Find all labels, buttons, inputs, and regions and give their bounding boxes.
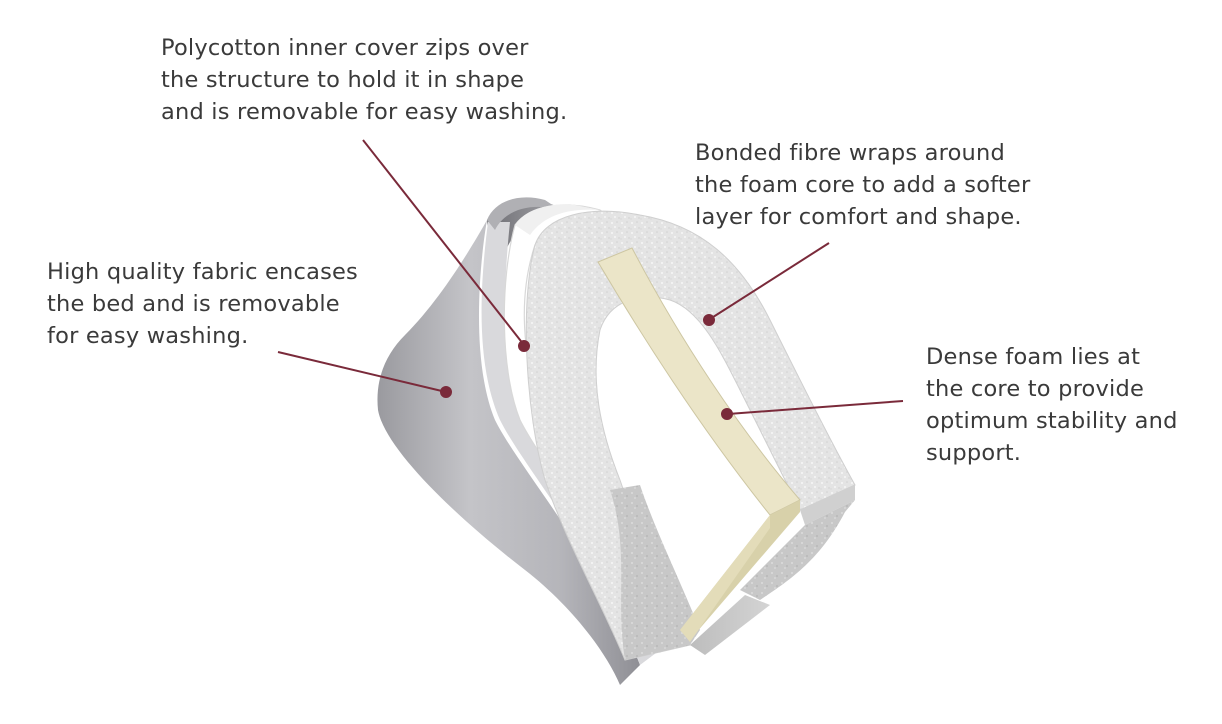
callout-line: High quality fabric encases <box>47 259 358 285</box>
callout-line: the structure to hold it in shape <box>161 67 525 93</box>
callout-line: layer for comfort and shape. <box>695 204 1022 230</box>
callout-line: Bonded fibre wraps around <box>695 140 1005 166</box>
leader-dot-fibre <box>703 314 715 326</box>
callout-line: Dense foam lies at <box>926 344 1141 370</box>
fabric-top-rim <box>487 197 560 230</box>
bonded-fibre-layer <box>525 210 856 661</box>
callout-polycotton: Polycotton inner cover zips over the str… <box>161 32 567 128</box>
leader-dot-polycotton <box>518 340 530 352</box>
leader-dot-foam <box>721 408 733 420</box>
callout-bonded-fibre: Bonded fibre wraps around the foam core … <box>695 137 1030 233</box>
fibre-front-band <box>800 485 855 525</box>
callout-fabric: High quality fabric encases the bed and … <box>47 256 358 352</box>
callout-line: optimum stability and <box>926 408 1178 434</box>
callout-line: and is removable for easy washing. <box>161 99 568 125</box>
fabric-layer <box>377 220 640 685</box>
fibre-side-face <box>610 485 700 660</box>
leader-fibre <box>709 242 830 320</box>
callout-dense-foam: Dense foam lies at the core to provide o… <box>926 341 1178 469</box>
leader-polycotton <box>362 139 525 346</box>
leader-lines <box>277 139 904 420</box>
callout-line: the core to provide <box>926 376 1145 402</box>
leader-dot-fabric <box>440 386 452 398</box>
callout-line: Polycotton inner cover zips over <box>161 35 529 61</box>
leader-fabric <box>277 351 447 393</box>
callout-line: for easy washing. <box>47 323 249 349</box>
leader-foam <box>727 400 904 415</box>
callout-line: support. <box>926 440 1022 466</box>
callout-line: the foam core to add a softer <box>695 172 1031 198</box>
callout-line: the bed and is removable <box>47 291 340 317</box>
